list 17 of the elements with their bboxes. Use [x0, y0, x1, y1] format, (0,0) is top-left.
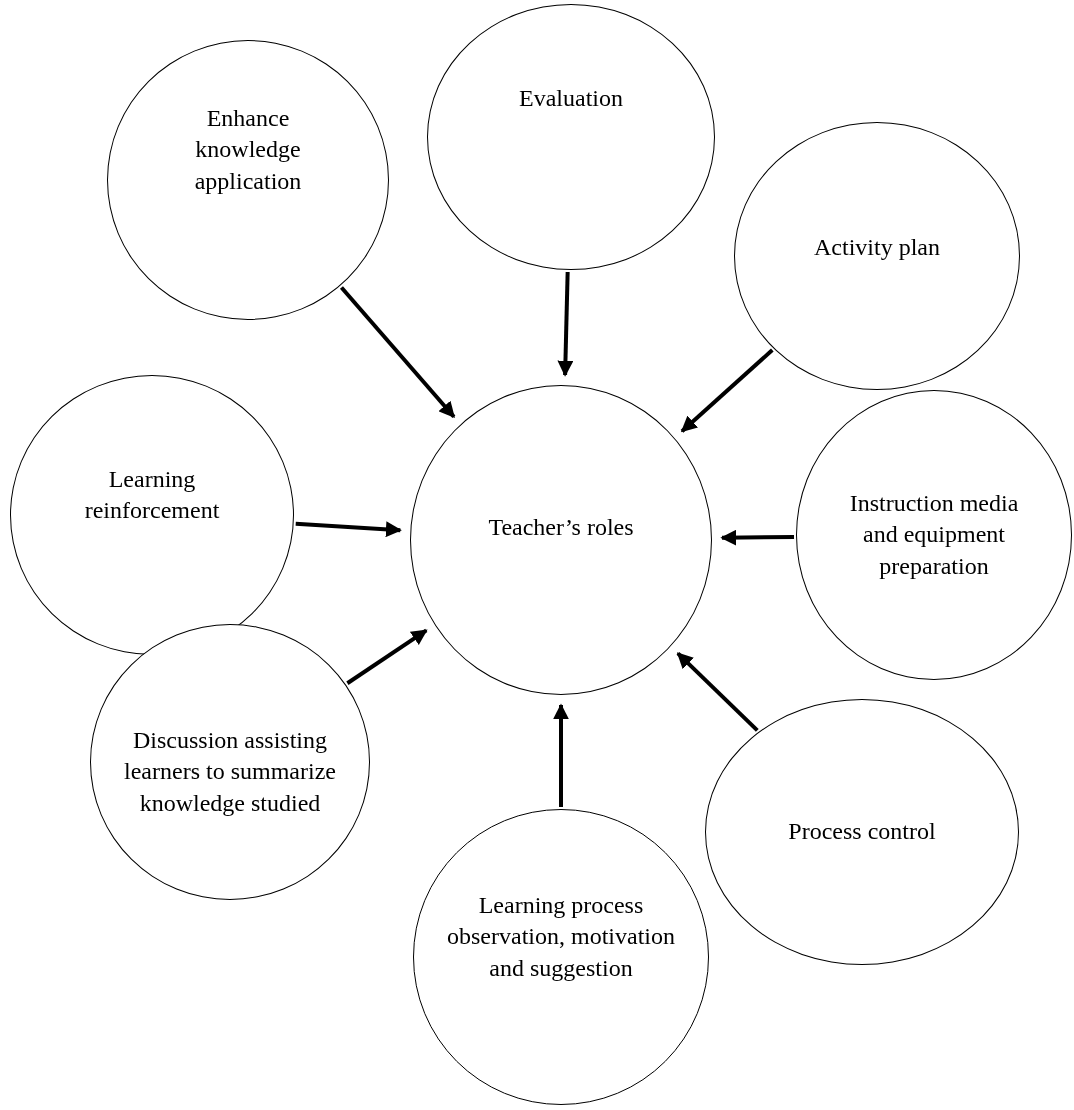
arrow [680, 348, 774, 433]
role-label: Learning process observation, motivation and suggestion [446, 891, 676, 983]
role-label: Activity plan [813, 233, 941, 263]
role-label: Evaluation [518, 84, 624, 114]
arrow [676, 652, 759, 732]
arrow [295, 521, 402, 538]
role-label: Enhance knowledge application [193, 104, 303, 196]
arrow [553, 703, 569, 807]
role-label: Instruction media and equipment preparation [849, 489, 1019, 581]
arrow [557, 271, 574, 377]
arrow [339, 286, 456, 419]
role-label: Discussion assisting learners to summarize knowledge studied [123, 726, 337, 818]
role-label: Process control [787, 817, 937, 847]
arrow [720, 529, 795, 546]
role-label: Learning reinforcement [83, 464, 221, 525]
arrow [346, 628, 428, 685]
role-label: Teacher’s roles [487, 513, 635, 543]
